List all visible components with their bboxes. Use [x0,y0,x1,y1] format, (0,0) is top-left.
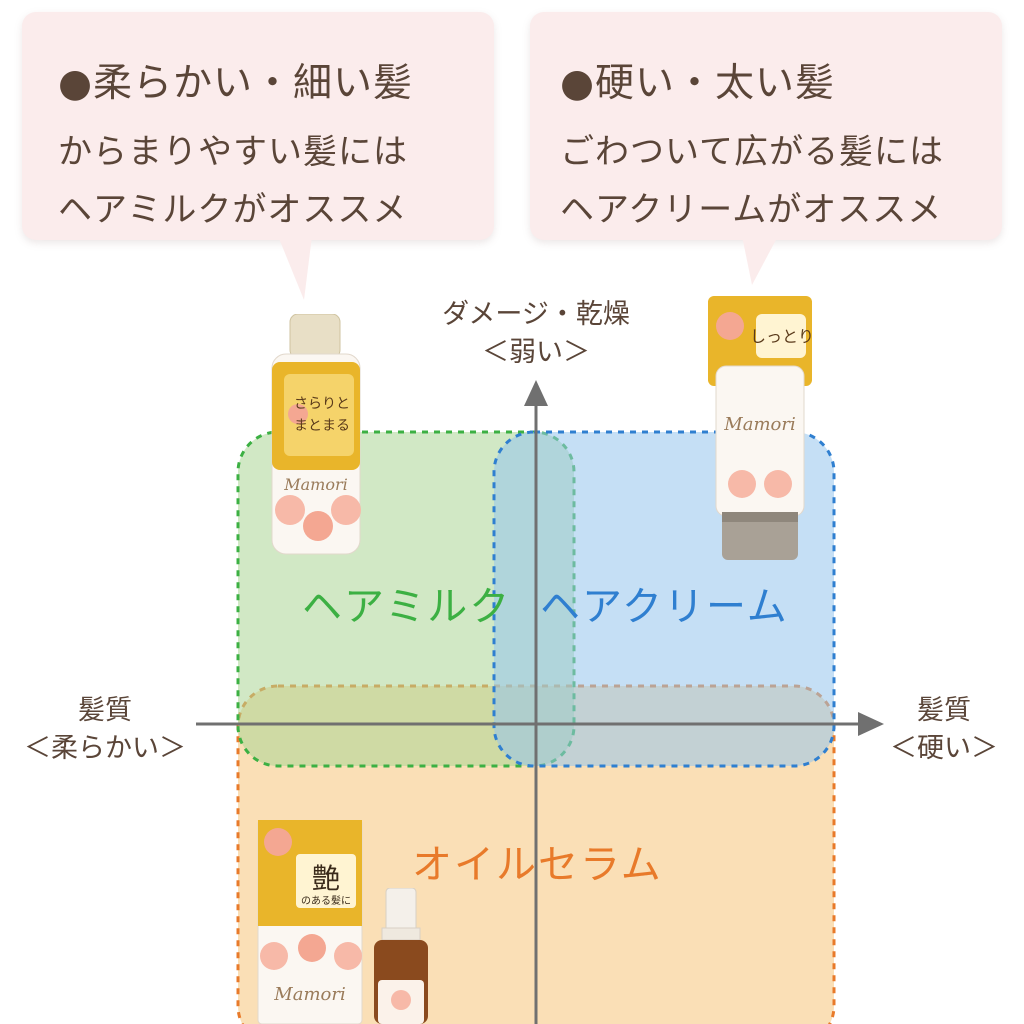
axis-label-top-line1: ダメージ・乾燥 [442,299,630,330]
product-oil-serum-box: 艶 のある髪に Mamori [257,820,363,1024]
product-hair-cream-tube: しっとり Mamori [708,296,812,560]
product-hair-cream-badge: しっとり [750,327,812,346]
zone-label-hair-milk: ヘアミルク [302,584,512,630]
product-oil-serum-bottle [374,888,428,1024]
callout-hard-hair-line2: ヘアクリームがオススメ [560,190,943,230]
y-axis-arrow [524,380,548,406]
axis-label-right-line2: ＜硬い＞ [890,733,998,764]
svg-text:まとまる: まとまる [294,418,350,434]
callout-soft-hair-title: ●柔らかい・細い髪 [58,61,414,106]
product-oil-serum-brand: Mamori [273,984,345,1005]
axis-label-left: 髪質 ＜柔らかい＞ [10,692,200,768]
svg-text:のある髪に: のある髪に [301,895,351,907]
product-hair-milk-bottle: さらりと まとまる Mamori [271,314,361,555]
callout-soft-hair: ●柔らかい・細い髪 からまりやすい髪には ヘアミルクがオススメ [22,12,494,240]
axis-label-right-line1: 髪質 [917,695,971,726]
product-hair-cream-brand: Mamori [723,414,795,435]
axis-label-top-line2: ＜弱い＞ [482,337,590,368]
callout-hard-hair-line1: ごわついて広がる髪には [560,132,944,172]
callout-hard-hair-title: ●硬い・太い髪 [560,61,836,106]
product-oil-serum-badge: 艶 [312,862,340,895]
product-hair-milk-brand: Mamori [283,475,348,494]
axis-label-right: 髪質 ＜硬い＞ [874,692,1014,768]
x-axis-arrow [858,712,884,736]
callout-soft-hair-line2: ヘアミルクがオススメ [58,190,408,230]
product-hair-milk-badge: さらりと [294,396,350,412]
zone-label-hair-cream: ヘアクリーム [540,584,789,630]
callout-hard-hair: ●硬い・太い髪 ごわついて広がる髪には ヘアクリームがオススメ [530,12,1002,240]
axis-label-top: ダメージ・乾燥 ＜弱い＞ [436,296,636,372]
callout-soft-hair-line1: からまりやすい髪には [58,132,408,172]
axis-label-left-line1: 髪質 [78,695,132,726]
axis-label-left-line2: ＜柔らかい＞ [24,733,186,764]
zone-label-oil-serum: オイルセラム [412,842,663,888]
